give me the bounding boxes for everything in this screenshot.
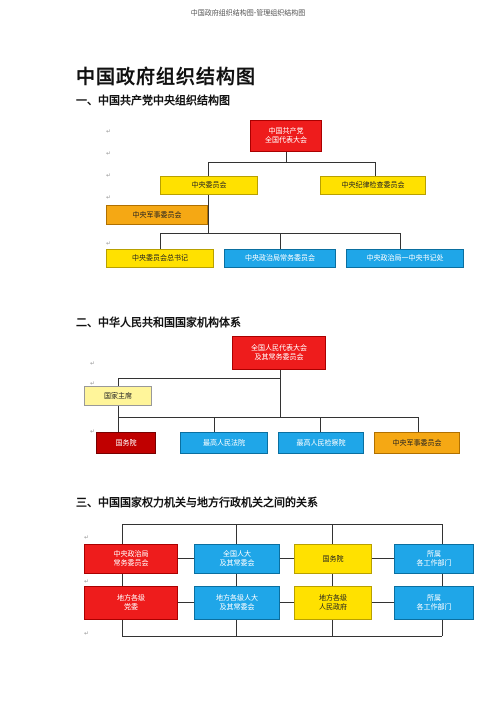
section-3-heading: 三、中国国家权力机关与地方行政机关之间的关系: [76, 496, 318, 509]
arrow: [372, 602, 394, 603]
connector: [122, 524, 442, 525]
section-2-heading: 二、中华人民共和国国家机构体系: [76, 316, 241, 329]
connector: [442, 620, 443, 636]
connector: [286, 152, 287, 162]
connector: [280, 370, 281, 417]
politburo-standing-committee-box: 中央政治局常务委员会: [224, 249, 336, 268]
arrow: [178, 558, 194, 559]
discipline-commission-box: 中央纪律检查委员会: [320, 176, 426, 195]
central-committee-box: 中央委员会: [160, 176, 258, 195]
connector: [214, 417, 215, 432]
connector: [118, 378, 280, 379]
politburo-standing-box: 中央政治局 常务委员会: [84, 544, 178, 574]
connector: [280, 233, 281, 249]
arrow: [372, 558, 394, 559]
arrow: [280, 602, 294, 603]
connector: [442, 574, 443, 586]
connector: [332, 620, 333, 636]
page-header: 中国政府组织结构图-管理组织结构图: [190, 9, 306, 17]
para-mark: ↵: [84, 578, 90, 585]
connector: [236, 620, 237, 636]
page-title: 中国政府组织结构图: [76, 66, 257, 88]
connector: [118, 406, 119, 432]
arrow: [178, 602, 194, 603]
local-government-box: 地方各级 人民政府: [294, 586, 372, 620]
party-congress-box: 中国共产党 全国代表大会: [250, 120, 322, 152]
central-military-commission-box-2: 中央军事委员会: [374, 432, 460, 454]
connector: [236, 524, 237, 544]
para-mark: ↵: [106, 128, 112, 135]
connector: [208, 162, 376, 163]
para-mark: ↵: [90, 428, 96, 435]
connector: [208, 195, 209, 233]
arrow: [280, 558, 294, 559]
npc-box: 全国人民代表大会 及其常务委员会: [232, 336, 326, 370]
connector: [160, 233, 161, 249]
state-president-box: 国家主席: [84, 386, 152, 406]
general-secretary-box: 中央委员会总书记: [106, 249, 214, 268]
connector: [442, 524, 443, 544]
connector: [122, 524, 123, 544]
para-mark: ↵: [106, 150, 112, 157]
npc-standing-box: 全国人大 及其常委会: [194, 544, 280, 574]
supreme-procuratorate-box: 最高人民检察院: [278, 432, 364, 454]
connector: [332, 574, 333, 586]
connector: [208, 162, 209, 176]
para-mark: ↵: [106, 194, 112, 201]
para-mark: ↵: [90, 380, 96, 387]
state-council-box: 国务院: [96, 432, 156, 454]
connector: [118, 417, 418, 418]
connector: [375, 162, 376, 176]
para-mark: ↵: [106, 172, 112, 179]
connector: [400, 233, 401, 249]
connector: [418, 417, 419, 432]
local-congress-box: 地方各级人大 及其常委会: [194, 586, 280, 620]
para-mark: ↵: [84, 630, 90, 637]
local-departments-box: 所属 各工作部门: [394, 586, 474, 620]
politburo-secretariat-box: 中央政治局一中央书记处: [346, 249, 464, 268]
section-1-heading: 一、中国共产党中央组织结构图: [76, 94, 230, 107]
connector: [332, 524, 333, 544]
supreme-court-box: 最高人民法院: [180, 432, 268, 454]
connector: [236, 574, 237, 586]
connector: [320, 417, 321, 432]
connector: [122, 636, 442, 637]
connector: [122, 574, 123, 586]
connector: [118, 378, 119, 386]
central-departments-box: 所属 各工作部门: [394, 544, 474, 574]
para-mark: ↵: [90, 360, 96, 367]
para-mark: ↵: [106, 240, 112, 247]
local-party-committee-box: 地方各级 党委: [84, 586, 178, 620]
state-council-box-3: 国务院: [294, 544, 372, 574]
para-mark: ↵: [84, 534, 90, 541]
connector: [122, 620, 123, 636]
central-military-commission-box: 中央军事委员会: [106, 205, 208, 225]
